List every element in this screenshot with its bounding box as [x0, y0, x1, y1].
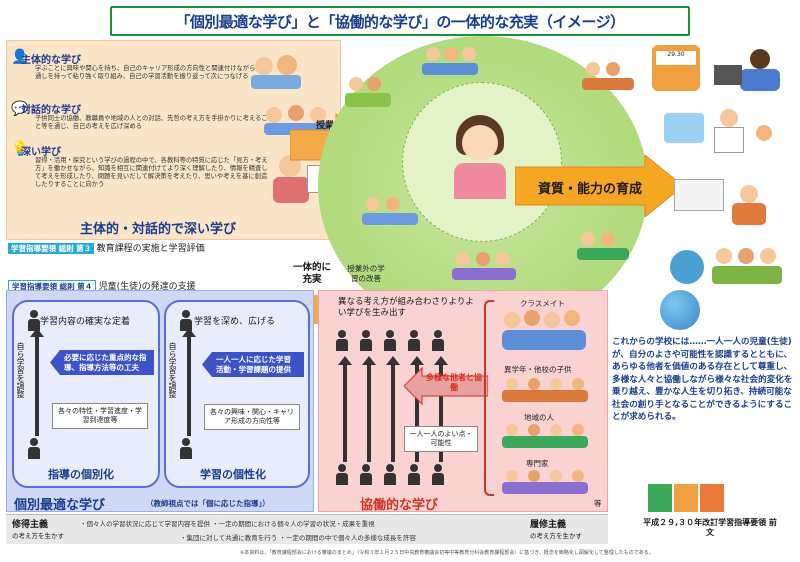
guideline-tag: 学習指導要領 総則 第４: [8, 280, 97, 293]
person-icon: [432, 330, 444, 351]
vertical-label: 自ら学習を調整: [168, 342, 177, 398]
group-illustration: [500, 422, 600, 452]
attendance-label: 履修主義: [530, 520, 567, 530]
attendance-sub: の考え方を生かす: [530, 532, 582, 540]
lightbulb-icon: 💡: [11, 141, 29, 157]
group-illustration: [575, 230, 631, 266]
collaborate-label: 多様な他者と協働: [426, 373, 482, 392]
active-learning-box: 👤 主体的な学び 学ぶことに興味や関心を持ち、自己のキャリア形成の方向性と関連付…: [6, 40, 341, 240]
activity-notch: 一人一人に応じた学習活動・学習課題の提供: [202, 352, 304, 377]
capability-arrow: [515, 155, 684, 217]
person-icon: [384, 464, 396, 485]
person-icon: 👤: [11, 49, 29, 65]
student-circle: [402, 82, 562, 242]
person-icon: [432, 464, 444, 485]
section-heading: 対話的な学び: [21, 105, 81, 116]
group-illustration: [500, 308, 600, 358]
up-arrow: [362, 356, 376, 462]
up-arrow: [30, 328, 44, 436]
up-arrow: [386, 356, 400, 462]
illustration: [710, 45, 790, 95]
group-label: 専門家: [526, 459, 549, 468]
up-arrow: [410, 356, 424, 462]
mastery-label: 修得主義: [12, 520, 49, 530]
title-text: 「個別最適な学び」と「協働的な学び」の一体的な充実（イメージ）: [175, 12, 625, 31]
guideline-text: 児童(生徒)の発達の支援: [98, 282, 196, 292]
up-arrow: [338, 356, 352, 462]
books-illustration: [648, 480, 748, 514]
guideline-text: 教育課程の実施と学習評価: [96, 244, 205, 254]
individual-learning-title: 個別最適な学び: [14, 498, 106, 513]
illustration: [660, 240, 790, 295]
group-illustration: [580, 60, 636, 96]
group-illustration: [345, 75, 395, 111]
section-text: 子供同士の協働、教職員や地域の人との対話、先哲の考え方を手掛かりに考えること等を…: [35, 115, 268, 130]
section-heading: 深い学び: [21, 147, 61, 158]
etc-label: 等: [594, 499, 602, 508]
future-school-text: これからの学校には……一人一人の児童(生徒)が、自分のよさや可能性を認識するとと…: [612, 337, 793, 422]
group-illustration: [450, 250, 520, 286]
group-label: 地域の人: [524, 413, 554, 422]
pink-top-label: 異なる考え方が組み合わさりよりよい学びを生み出す: [338, 297, 474, 318]
group-label: 異学年・他校の子供: [504, 365, 572, 374]
integrated-label: 一体的に充実: [292, 262, 331, 285]
student-illustration: [440, 115, 520, 205]
principle-line: ・集団に対して共通に教育を行う ・一定の期間の中で個々人の多様な成長を許容: [180, 534, 416, 542]
illustration: [670, 175, 790, 235]
person-icon: [384, 330, 396, 351]
teacher-view-label: （教師視点では「個に応じた指導」）: [146, 499, 270, 508]
page-title: 「個別最適な学び」と「協働的な学び」の一体的な充実（イメージ）: [110, 6, 690, 36]
group-bracket: [484, 300, 494, 496]
outside-class-label: 授業外の学習の改善: [347, 264, 385, 283]
collaborative-learning-title: 協働的な学び: [360, 498, 439, 513]
characteristics-card: 各々の特性・学習進度・学習到達度等: [52, 403, 148, 429]
group-illustration: [360, 195, 420, 231]
illustration: 29.30: [650, 45, 705, 95]
interests-card: 各々の興味・関心・キャリア形成の方向性等: [204, 404, 300, 430]
group-illustration: [500, 468, 600, 498]
earth-illustration: [660, 290, 700, 330]
section-text: 習得・活用・探究という学びの過程の中で、各教科等の特質に応じた「見方・考え方」を…: [35, 157, 268, 188]
person-icon: [408, 330, 420, 351]
capability-label: 資質・能力の育成: [538, 182, 643, 197]
footnote: ※本資料は、「教育課程部会における審議のまとめ」（令和３年１月２５日中央教育審議…: [240, 550, 654, 556]
group-label: クラスメイト: [520, 299, 565, 308]
collaborate-arrow: [404, 366, 488, 406]
person-icon: [180, 438, 192, 459]
person-icon: [360, 464, 372, 485]
section-heading: 主体的な学び: [21, 55, 81, 66]
guideline-row: 学習指導要領 総則 第４ 児童(生徒)の発達の支援: [8, 279, 196, 293]
person-icon: [336, 464, 348, 485]
source-label: 平成２９,３０年改訂学習指導要領 前文: [643, 518, 777, 537]
mastery-sub: の考え方を生かす: [12, 532, 64, 540]
vertical-label: 自ら学習を調整: [16, 342, 25, 398]
person-icon: [408, 464, 420, 485]
panel-title: 指導の個別化: [48, 468, 114, 481]
panel-top-label: 学習内容の確実な定着: [40, 317, 131, 327]
instruction-notch: 必要に応じた重点的な指導、指導方法等の工夫: [50, 350, 154, 375]
principles-bar: [6, 514, 608, 544]
up-arrow: [182, 328, 196, 436]
person-icon: [28, 438, 40, 459]
group-illustration: [500, 376, 600, 406]
strengths-card: 一人一人のよい点・可能性: [404, 426, 478, 452]
panel-title: 学習の個性化: [200, 468, 266, 481]
guideline-row: 学習指導要領 総則 第３ 教育課程の実施と学習評価: [8, 241, 205, 254]
integrated-arrow: [296, 294, 336, 324]
section-text: 学ぶことに興味や関心を持ち、自己のキャリア形成の方向性と関連付けながら、見通しを…: [35, 65, 268, 80]
principle-line: ・個々人の学習状況に応じて学習内容を提供 ・一定の期間における個々人の学習の状況…: [80, 520, 375, 528]
illustration: [660, 105, 790, 165]
person-icon: [336, 330, 348, 351]
active-learning-label: 主体的・対話的で深い学び: [80, 222, 237, 237]
guideline-tag: 学習指導要領 総則 第３: [8, 243, 95, 254]
illustration: [247, 51, 307, 91]
person-icon: [360, 330, 372, 351]
panel-top-label: 学習を深め、広げる: [194, 317, 276, 327]
up-arrow: [434, 356, 448, 462]
people-talking-icon: 💬: [11, 101, 29, 117]
group-illustration: [420, 45, 480, 79]
future-school-panel: これからの学校には……一人一人の児童(生徒)が、自分のよさや可能性を認識するとと…: [612, 300, 794, 460]
